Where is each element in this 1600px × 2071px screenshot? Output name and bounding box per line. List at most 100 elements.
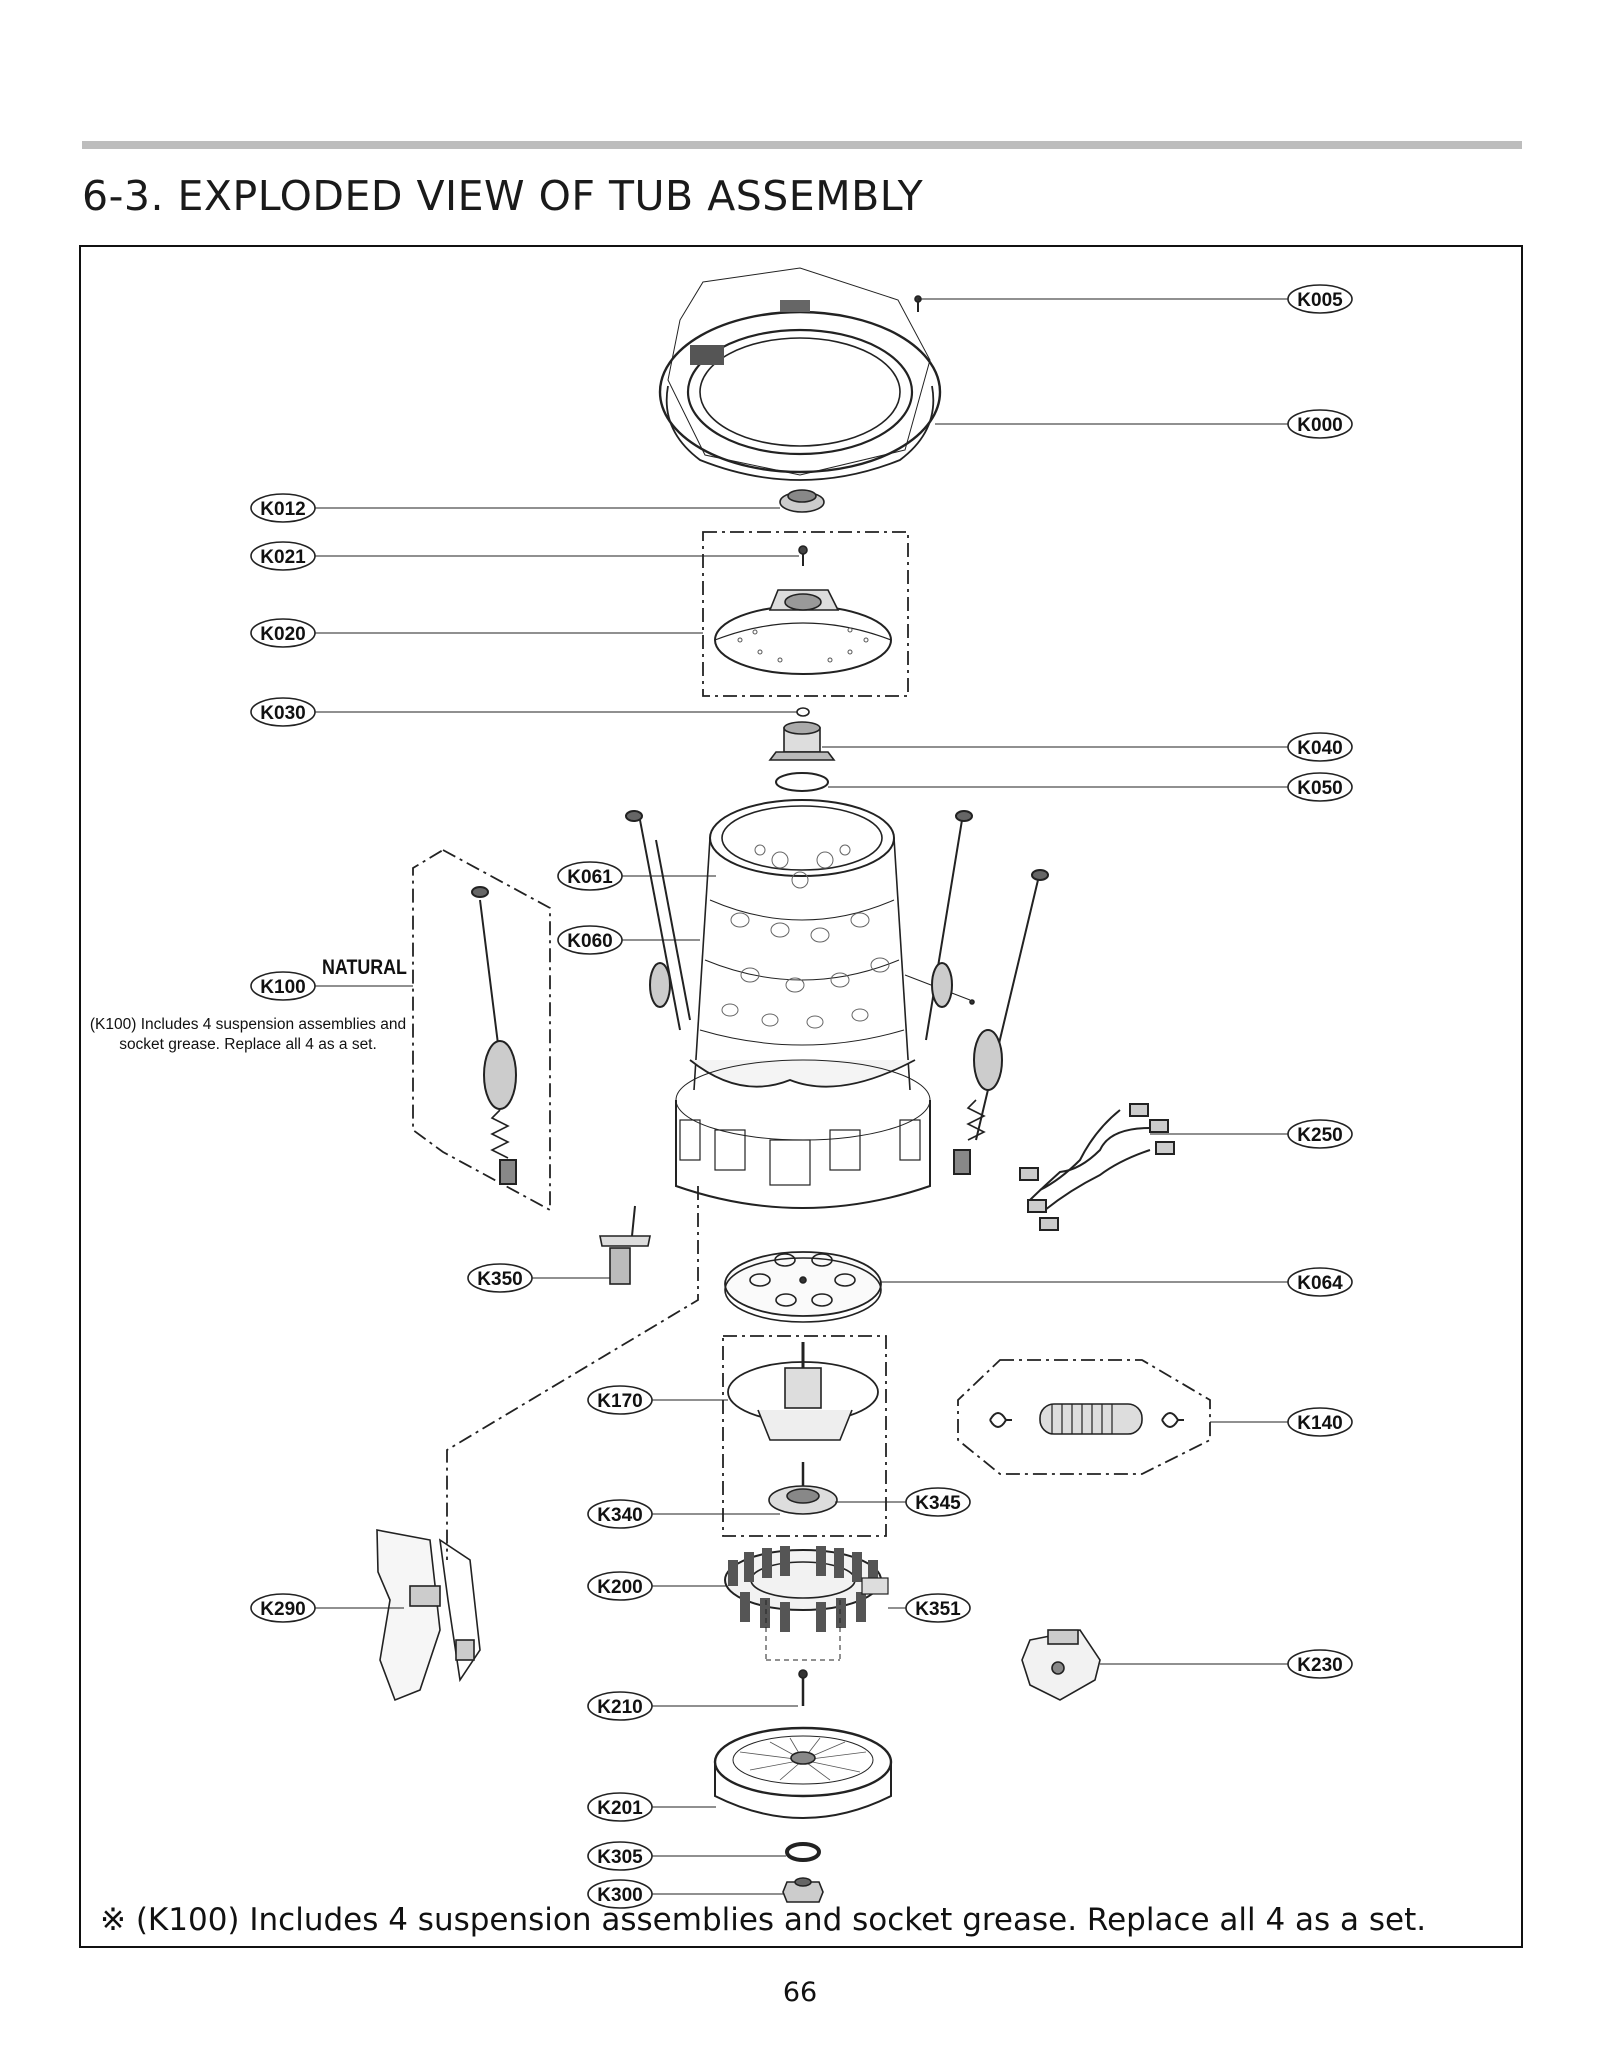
callout-label: K201 [597,1798,643,1819]
callout-k210: K210 [587,1691,653,1721]
callout-k012: K012 [250,493,316,523]
callout-label: K061 [567,867,613,888]
callout-k030: K030 [250,697,316,727]
callout-k201: K201 [587,1792,653,1822]
stator-k200 [724,1546,889,1661]
seal-k050 [775,772,829,792]
callout-k250: K250 [1287,1119,1353,1149]
callout-label: K200 [597,1577,642,1598]
wire-harness-k250 [1019,1103,1175,1231]
callout-label: K300 [597,1885,642,1906]
callout-label: K064 [1297,1273,1343,1294]
hub-nut-k040 [768,721,836,761]
callout-bubble [557,925,623,955]
callout-bubble [587,1879,653,1909]
k170-group-box [722,1335,887,1537]
bolt-k210 [798,1669,808,1706]
callout-bubble [1287,409,1353,439]
callout-label: K305 [597,1847,643,1868]
callout-label: K250 [1297,1125,1342,1146]
callout-bubble [587,1691,653,1721]
callout-k351: K351 [905,1593,971,1623]
callout-bubble [1287,1267,1353,1297]
k100-group-box [412,848,551,1212]
washer-k030 [796,707,810,717]
callout-label: K210 [597,1697,642,1718]
callout-label: K060 [567,931,612,952]
callout-bubble [1287,284,1353,314]
bearing-housing-k170 [727,1342,879,1441]
callout-k230: K230 [1287,1649,1353,1679]
callout-bubble [250,971,316,1001]
callout-k345: K345 [905,1487,971,1517]
callout-bubble [1287,732,1353,762]
callout-label: K012 [260,499,305,520]
callout-k020: K020 [250,618,316,648]
bracket-k290 [376,1529,481,1702]
k020-group-box [702,531,909,697]
wash-tub-k060 [675,799,975,1209]
callout-k170: K170 [587,1385,653,1415]
callout-bubble [250,1593,316,1623]
callout-label: K345 [915,1493,961,1514]
callout-bubble [1287,772,1353,802]
callout-k005: K005 [1287,284,1353,314]
callout-k100: K100 [250,971,316,1001]
natural-label: NATURAL [322,956,407,979]
callout-label: K100 [260,977,305,998]
callout-bubble [905,1487,971,1517]
callout-bubble [587,1792,653,1822]
callout-label: K020 [260,624,305,645]
suspension-rods [471,810,1049,1185]
callout-k060: K060 [557,925,623,955]
callout-bubble [587,1499,653,1529]
callout-label: K351 [915,1599,961,1620]
callout-label: K040 [1297,738,1342,759]
callout-k300: K300 [587,1879,653,1909]
cap-k012 [779,489,825,513]
pulsator-k020 [714,589,892,675]
callout-k064: K064 [1287,1267,1353,1297]
callout-bubble [250,493,316,523]
callout-bubble [905,1593,971,1623]
callout-label: K290 [260,1599,305,1620]
nut-k300 [782,1877,824,1903]
callout-label: K005 [1297,290,1343,311]
callout-label: K000 [1297,415,1342,436]
callout-bubble [587,1385,653,1415]
callout-k340: K340 [587,1499,653,1529]
callout-bubble [557,861,623,891]
callout-k000: K000 [1287,409,1353,439]
callout-label: K340 [597,1505,642,1526]
callout-bubble [1287,1407,1353,1437]
pressure-switch-k230 [1021,1629,1101,1701]
plate-k064 [724,1251,882,1323]
diagram-frame [79,245,1523,1948]
callout-k021: K021 [250,541,316,571]
callout-k290: K290 [250,1593,316,1623]
callout-k040: K040 [1287,732,1353,762]
callout-k305: K305 [587,1841,653,1871]
callout-k061: K061 [557,861,623,891]
hose-k140 [989,1403,1184,1435]
k140-group-box [957,1359,1211,1475]
callout-bubble [587,1841,653,1871]
callout-label: K030 [260,703,305,724]
page-number: 66 [782,1977,818,2008]
leader-lines [315,298,1288,1895]
callout-label: K050 [1297,778,1342,799]
k100-side-note: (K100) Includes 4 suspension assemblies … [89,1016,407,1053]
bolt-k021 [798,545,808,566]
callout-bubble [250,618,316,648]
callout-k050: K050 [1287,772,1353,802]
page-title: 6-3. EXPLODED VIEW OF TUB ASSEMBLY [82,172,924,220]
group-outlines [412,531,1211,1560]
callout-label: K230 [1297,1655,1342,1676]
callout-bubble [1287,1119,1353,1149]
callout-label: K021 [260,547,306,568]
callout-bubbles: K005K000K012K021K020K030K040K050K061K060… [250,284,1353,1909]
clutch-k340 [768,1462,838,1515]
callout-label: K170 [597,1391,642,1412]
callout-bubble [250,541,316,571]
